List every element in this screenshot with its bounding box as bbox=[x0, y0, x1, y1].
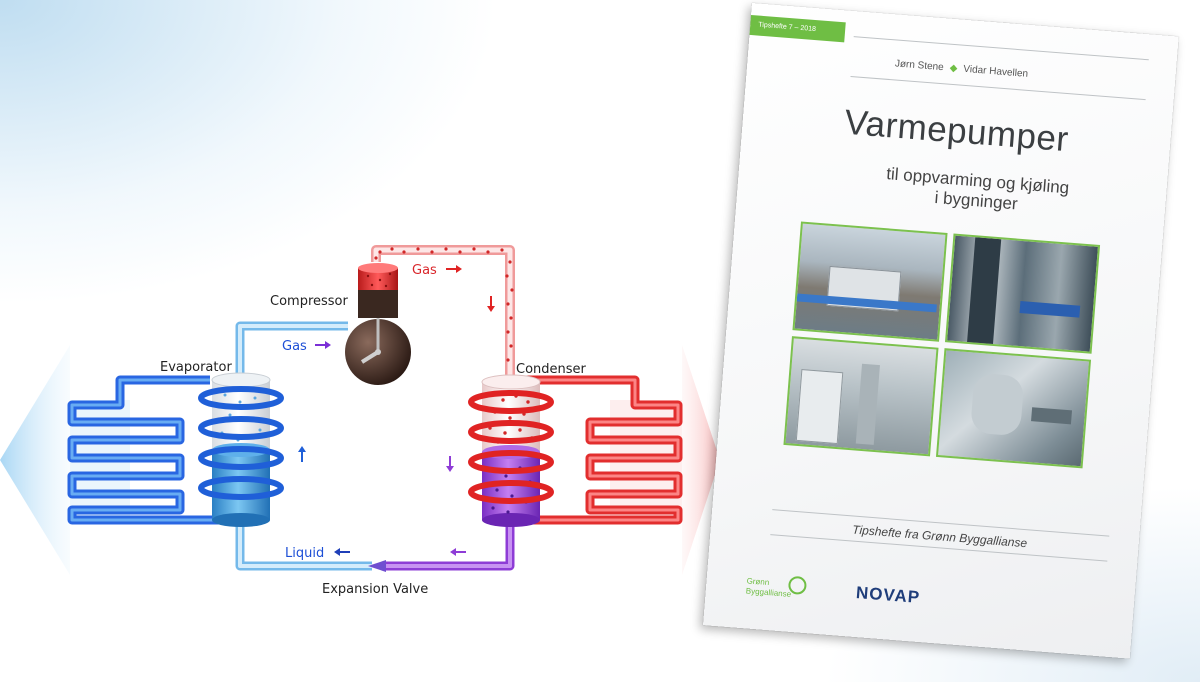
flow-arrow-left-liquid bbox=[334, 548, 350, 556]
evaporator-label: Evaporator bbox=[160, 360, 232, 375]
flow-arrow-gas-cold bbox=[315, 341, 331, 349]
flow-arrow-gas-hot bbox=[446, 265, 462, 273]
compressor-label: Compressor bbox=[270, 294, 349, 309]
expansion-valve-label: Expansion Valve bbox=[322, 582, 428, 597]
hot-output-arrow bbox=[682, 345, 720, 575]
heat-pump-diagram: Compressor Evaporator Condenser Expansio… bbox=[0, 245, 720, 597]
condenser-label: Condenser bbox=[516, 362, 587, 377]
flow-arrow-up-cold bbox=[298, 446, 306, 462]
condenser-inner-coil bbox=[468, 390, 554, 504]
flow-arrow-down-hot bbox=[487, 296, 495, 312]
series-tag: Tipshefte 7 – 2018 bbox=[749, 14, 846, 43]
booklet-subtitle: til oppvarming og kjøling i bygninger bbox=[807, 158, 1147, 224]
photo-pipes bbox=[944, 233, 1101, 354]
gas-cold-label: Gas bbox=[282, 339, 307, 354]
author-1: Jørn Stene bbox=[894, 58, 945, 74]
gas-hot-label: Gas bbox=[412, 263, 437, 278]
author-2: Vidar Havellen bbox=[962, 63, 1029, 80]
author-separator: ◆ bbox=[949, 62, 958, 75]
flow-arrow-left-mixed bbox=[450, 548, 466, 556]
cold-output-arrow bbox=[0, 345, 70, 575]
photo-insulated-pipes bbox=[935, 348, 1092, 469]
booklet-title: Varmepumper bbox=[843, 102, 1071, 160]
gronn-logo-mark bbox=[787, 575, 808, 596]
liquid-line-warm bbox=[385, 520, 515, 571]
flow-arrow-down-mixed bbox=[446, 456, 454, 472]
expansion-valve bbox=[368, 560, 386, 572]
liquid-label: Liquid bbox=[285, 546, 324, 561]
novap-logo: NOVAP bbox=[855, 583, 921, 607]
photo-heat-pump-unit bbox=[792, 221, 948, 342]
booklet-cover: Tipshefte 7 – 2018 Jørn Stene ◆ Vidar Have… bbox=[703, 3, 1179, 659]
compressor bbox=[345, 263, 411, 385]
evaporator-inner-coil bbox=[198, 386, 284, 500]
photo-grid bbox=[783, 221, 1101, 469]
photo-plant-room bbox=[783, 336, 939, 457]
divider bbox=[853, 36, 1149, 61]
